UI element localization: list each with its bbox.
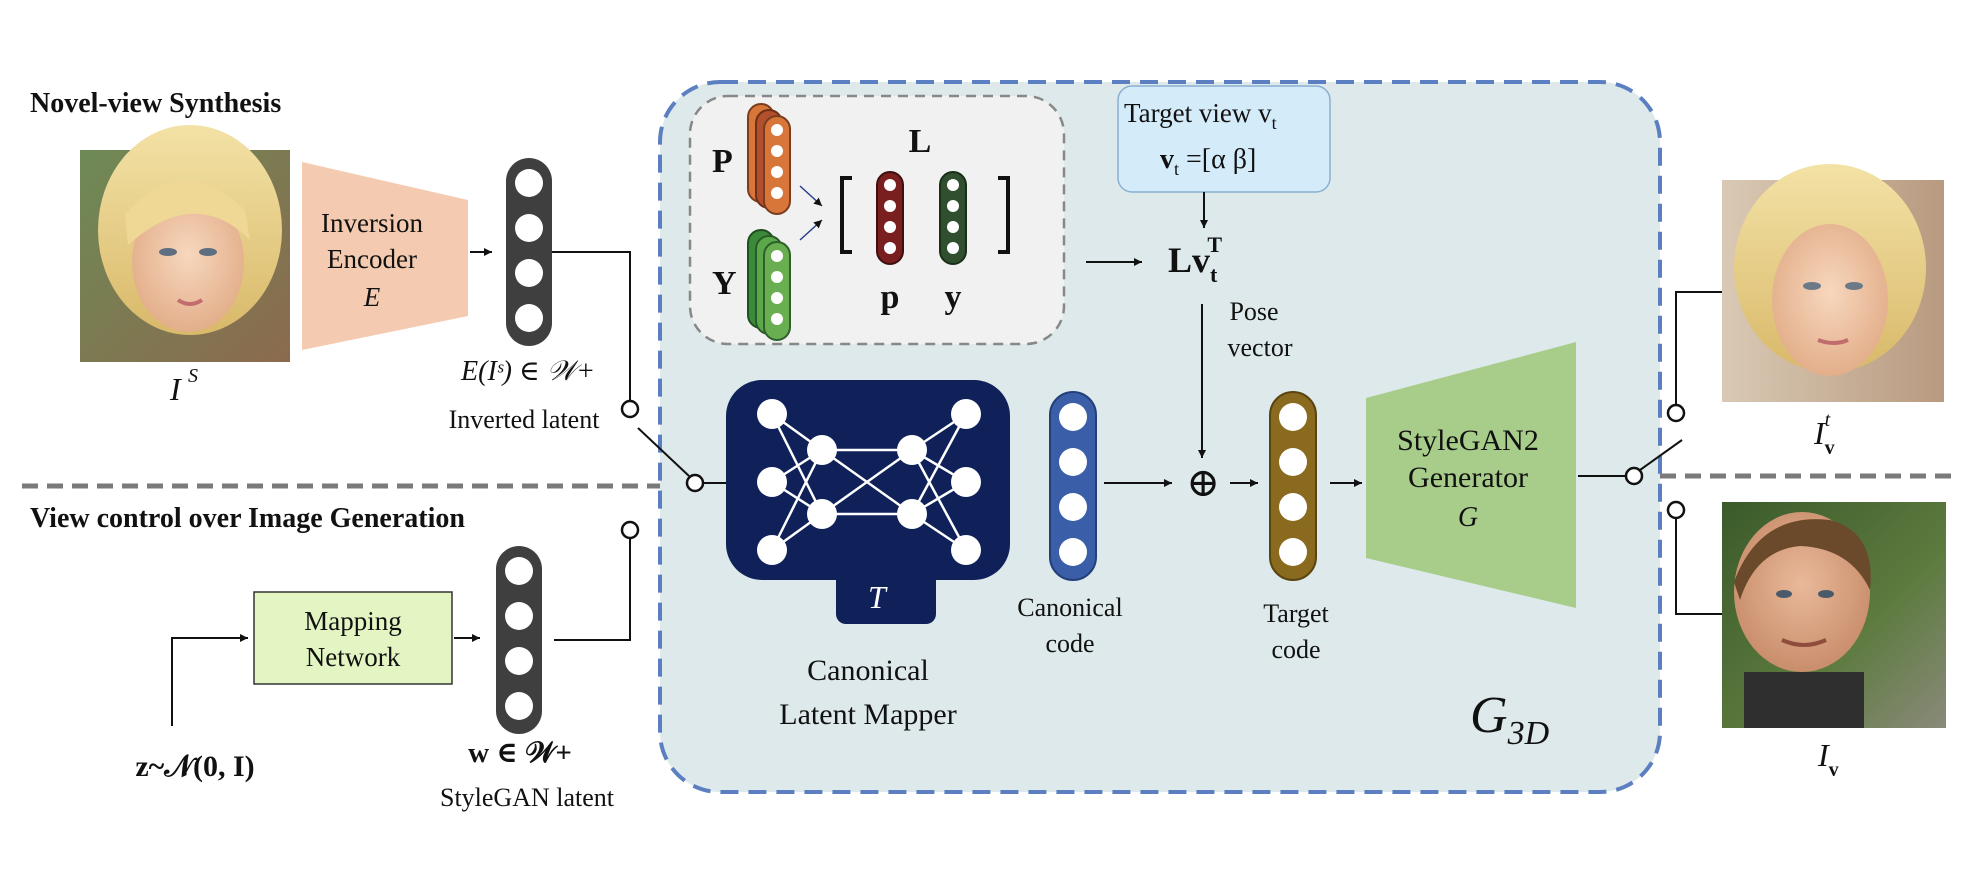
- inverted-latent-caption: Inverted latent: [449, 405, 601, 434]
- y-label: y: [945, 279, 962, 316]
- mapper-caption-line2: Latent Mapper: [779, 698, 956, 731]
- inverted-latent-formula: E(Iˢ) ∈ 𝒲+: [460, 356, 595, 387]
- p-label: p: [881, 279, 900, 316]
- section-title-novel-view: Novel-view Synthesis: [30, 88, 281, 119]
- Y-label: Y: [712, 265, 737, 302]
- wire-w-to-switch: [554, 538, 631, 641]
- bracket-right: [998, 176, 1010, 254]
- output-switch-lever: [1639, 439, 1683, 471]
- arrow-P-to-bracket: [799, 185, 823, 207]
- P-stack: [747, 103, 791, 215]
- pose-vector-line2: vector: [1228, 333, 1293, 362]
- mapping-network: [253, 591, 453, 685]
- g3d-label: G3D: [1470, 687, 1550, 752]
- w-latent-column: [496, 546, 542, 734]
- w-caption: StyleGAN latent: [440, 783, 615, 812]
- target-view-title: Target view vt: [1124, 98, 1277, 133]
- source-image-sup: S: [188, 365, 198, 387]
- wire-terminal-top-to-image: [1675, 291, 1722, 405]
- inversion-encoder: [302, 162, 468, 350]
- wire-inverted-to-switch: [552, 251, 631, 402]
- generator-line2: Generator: [1408, 461, 1528, 494]
- target-view-formula: vt =[α β]: [1160, 144, 1256, 179]
- mapper-nodes: [757, 399, 981, 565]
- stylegan2-generator: [1366, 342, 1576, 608]
- target-code-line2: code: [1271, 635, 1320, 664]
- Y-stack: [747, 229, 791, 341]
- arrow-z-to-mapping: [171, 634, 248, 726]
- switch-lever: [637, 427, 690, 477]
- output-label-top: Ivt: [1813, 409, 1835, 459]
- pose-vector-line1: Pose: [1229, 297, 1278, 326]
- output-face-image-bottom: [1722, 502, 1946, 728]
- mapper-caption-line1: Canonical: [807, 654, 929, 687]
- output-terminal-top: [1666, 403, 1686, 423]
- wire-terminal-bottom-to-image: [1675, 518, 1722, 615]
- switch-terminal-top: [620, 399, 640, 419]
- L-label: L: [909, 123, 932, 160]
- Lv-label: LvtT: [1168, 232, 1222, 287]
- plus-operator: ⊕: [1186, 460, 1220, 505]
- target-code-column: [1269, 391, 1317, 581]
- switch-terminal-bottom: [620, 520, 640, 540]
- encoder-symbol: E: [363, 282, 381, 312]
- target-code-line1: Target: [1263, 599, 1329, 628]
- mapping-label-line1: Mapping: [304, 606, 402, 636]
- source-face-image: [80, 125, 290, 362]
- bracket-left: [840, 176, 852, 254]
- output-face-image-top: [1722, 164, 1944, 402]
- z-formula: z~𝒩(0, I): [135, 750, 254, 783]
- section-title-view-control: View control over Image Generation: [30, 503, 465, 534]
- p-column: [876, 171, 904, 265]
- encoder-label-line1: Inversion: [321, 208, 423, 238]
- canonical-code-line2: code: [1045, 629, 1094, 658]
- output-terminal-bottom: [1666, 500, 1686, 520]
- arrow-Y-to-bracket: [799, 219, 823, 241]
- mapping-label-line2: Network: [306, 642, 401, 672]
- encoder-label-line2: Encoder: [327, 244, 417, 274]
- target-view-box: [1117, 85, 1331, 193]
- generator-line1: StyleGAN2: [1397, 424, 1539, 457]
- mapper-T-symbol: T: [868, 579, 888, 615]
- generator-symbol: G: [1458, 502, 1478, 533]
- y-column: [939, 171, 967, 265]
- inverted-latent-column: [506, 158, 552, 346]
- P-label: P: [712, 143, 733, 180]
- canonical-code-line1: Canonical: [1017, 593, 1122, 622]
- switch-common-terminal: [685, 473, 705, 493]
- output-label-bottom: Iv: [1817, 737, 1839, 781]
- source-image-label: I: [169, 371, 182, 407]
- w-formula: w ∈ 𝒲+: [468, 737, 572, 769]
- output-switch-common: [1624, 466, 1644, 486]
- target-view-title-sub: t: [1272, 113, 1277, 133]
- canonical-code-column: [1049, 391, 1097, 581]
